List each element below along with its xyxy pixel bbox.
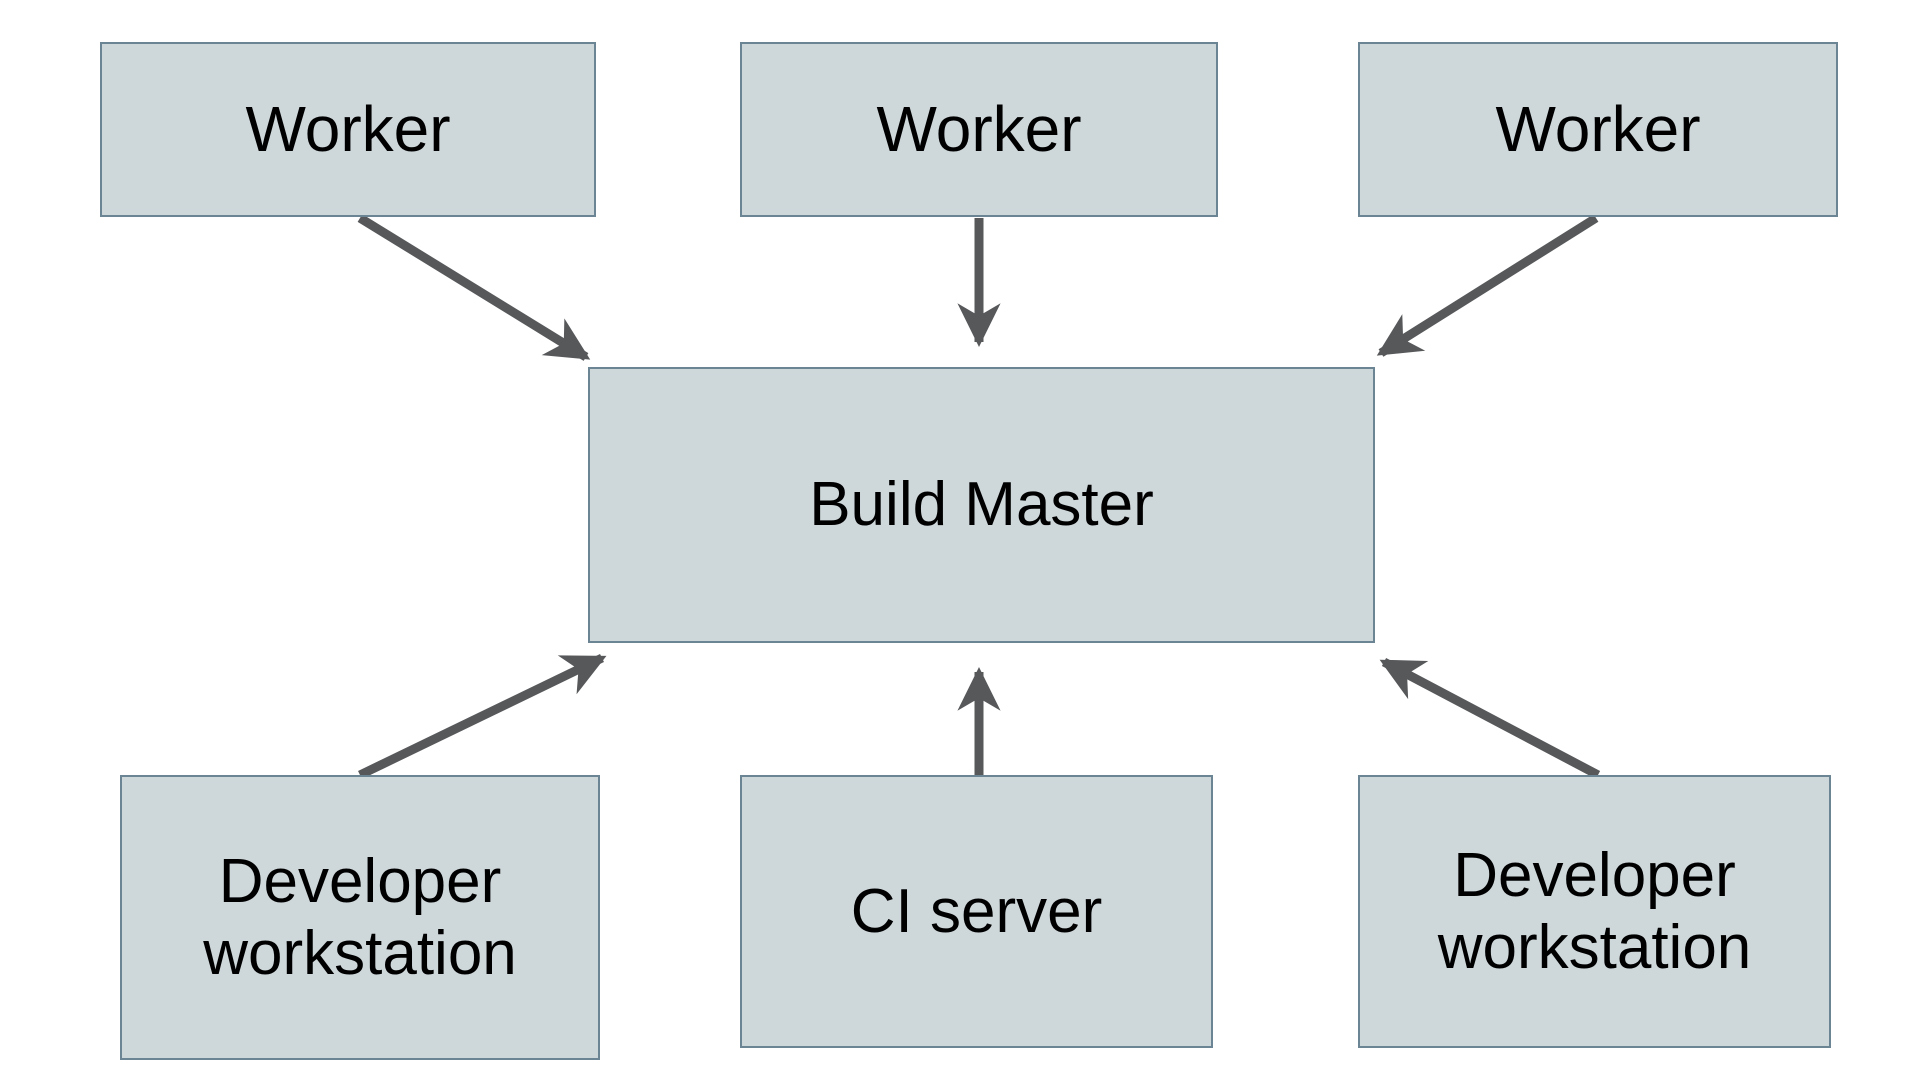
edge-worker3-to-master: [1376, 214, 1599, 357]
node-label: Developer workstation: [203, 846, 517, 988]
node-dev-workstation-right[interactable]: Developer workstation: [1358, 775, 1831, 1048]
node-build-master[interactable]: Build Master: [588, 367, 1375, 643]
node-worker-3[interactable]: Worker: [1358, 42, 1838, 217]
node-worker-1[interactable]: Worker: [100, 42, 596, 217]
node-label: CI server: [850, 876, 1103, 946]
node-label: Worker: [245, 93, 451, 166]
edge-devleft-to-master: [358, 653, 607, 780]
node-label: Worker: [876, 93, 1082, 166]
node-dev-workstation-left[interactable]: Developer workstation: [120, 775, 600, 1060]
node-label: Worker: [1495, 93, 1701, 166]
node-ci-server[interactable]: CI server: [740, 775, 1213, 1048]
node-worker-2[interactable]: Worker: [740, 42, 1218, 217]
edge-devright-to-master: [1379, 658, 1601, 779]
edge-worker1-to-master: [357, 214, 591, 361]
node-label: Build Master: [809, 470, 1154, 540]
node-label: Developer workstation: [1437, 840, 1752, 982]
